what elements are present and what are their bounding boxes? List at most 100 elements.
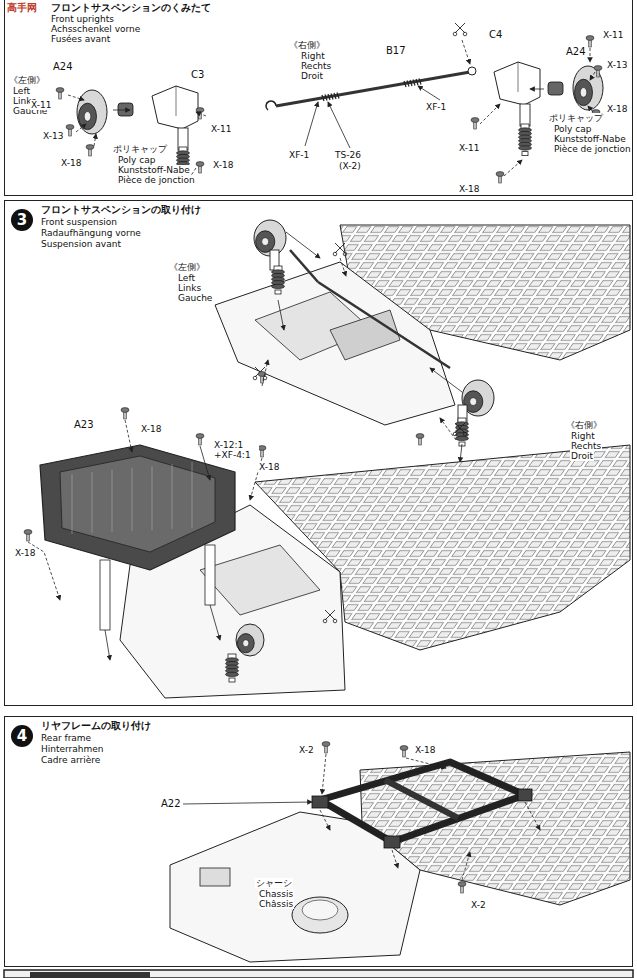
leader-line [105,630,110,660]
part-label: Right [570,431,596,441]
leader-line [113,110,130,111]
step-heading: Achsschenkel vorne [51,24,140,34]
leader-line [525,802,540,830]
spring-coil [226,672,239,676]
cut-mark [253,376,257,380]
screw-head [586,36,594,41]
part-line [385,780,458,818]
screw-head [416,434,424,439]
part-label: Poly cap [117,155,156,165]
leader-line [440,418,456,440]
part-label: Links [177,283,202,293]
part-line [318,282,450,368]
part-line [410,80,412,86]
part-label: XF-1 [425,102,447,112]
front-chassis [215,262,455,425]
part-label: X-18 [60,158,82,168]
step-heading: Front suspension [41,217,117,227]
screw-head [196,108,204,113]
part-label: X-18 [606,104,628,114]
step-heading: Hinterrahmen [41,744,104,754]
step-heading: Rear frame [41,733,91,743]
leader-line [328,102,350,148]
leader-line [320,810,330,830]
part-label: X-11 [210,124,232,134]
spring-coil [272,284,285,288]
step-panel: 3フロントサスペンションの取り付けFront suspensionRadaufh… [4,200,633,706]
screw-head [24,530,32,535]
part-label: A22 [160,799,182,809]
poly-cap [548,82,563,95]
part-label: Droit [300,71,324,81]
frame-mount [384,836,400,848]
part-label: X-11 [30,100,52,110]
part-line [455,23,465,33]
screw-head [66,125,74,130]
part-line [172,464,173,529]
screw-head [458,882,466,887]
cut-mark [333,619,337,623]
cut-mark [323,619,327,623]
step-number: 3 [11,209,33,231]
part-label: X-18 [212,160,234,170]
part-label: X-18 [14,548,36,558]
hub-center [470,398,477,406]
wheel-hub [79,103,97,129]
part-label: C3 [190,70,205,80]
part-label: Chassis [258,889,294,899]
part-label: A24 [565,47,587,57]
screw-head [196,434,204,439]
leader-line [590,72,595,80]
leader-line [125,420,132,452]
part-label: B17 [385,46,407,56]
step-panel: フロントサスペンションのくみたてFront uprightsAchsschenk… [4,0,633,196]
strut-body [520,104,530,126]
part-label: X-13 [42,131,64,141]
part-label: 《左側》 [168,262,206,272]
part-label: Right [300,51,326,61]
screw-head [86,145,94,150]
cut-mark [333,252,337,256]
leader-line [322,754,326,794]
leader-line [262,360,268,386]
screw-head [258,446,266,451]
cut-mark [453,32,457,36]
screw-head [322,742,330,747]
part-label: Left [177,273,196,283]
part-label: C4 [488,30,503,40]
spring-coil [456,436,469,440]
part-line [112,470,113,532]
wheel-hub [237,634,254,653]
radiator-leg [100,560,110,630]
part-line [192,462,193,528]
screw-head [496,172,504,177]
part-line [176,86,177,116]
part-label: シャーシ [255,878,293,888]
part-line [152,466,153,530]
part-line [404,81,406,87]
frame-mount [518,789,532,801]
part-line [413,80,415,86]
rear-box [200,868,230,886]
leader-line [430,368,462,392]
next-panel-bar [30,972,150,978]
screw-head [594,66,602,71]
spring-coil [519,146,532,150]
screw-head [400,746,408,751]
radiator-core [60,456,215,552]
leader-line [418,86,440,100]
part-line [331,94,333,100]
part-label: XF-1 [288,150,310,160]
part-label: X-13 [606,60,628,70]
leader-line [460,444,462,462]
part-line [72,474,73,534]
part-line [322,95,324,101]
step-heading: Suspension avant [41,239,121,249]
step-heading: フロントサスペンションのくみたて [51,3,211,13]
part-label: X-18 [414,745,436,755]
part-line [335,243,345,253]
part-line [325,610,335,620]
part-label: X-2 [470,900,487,910]
spring-seat [229,678,235,682]
